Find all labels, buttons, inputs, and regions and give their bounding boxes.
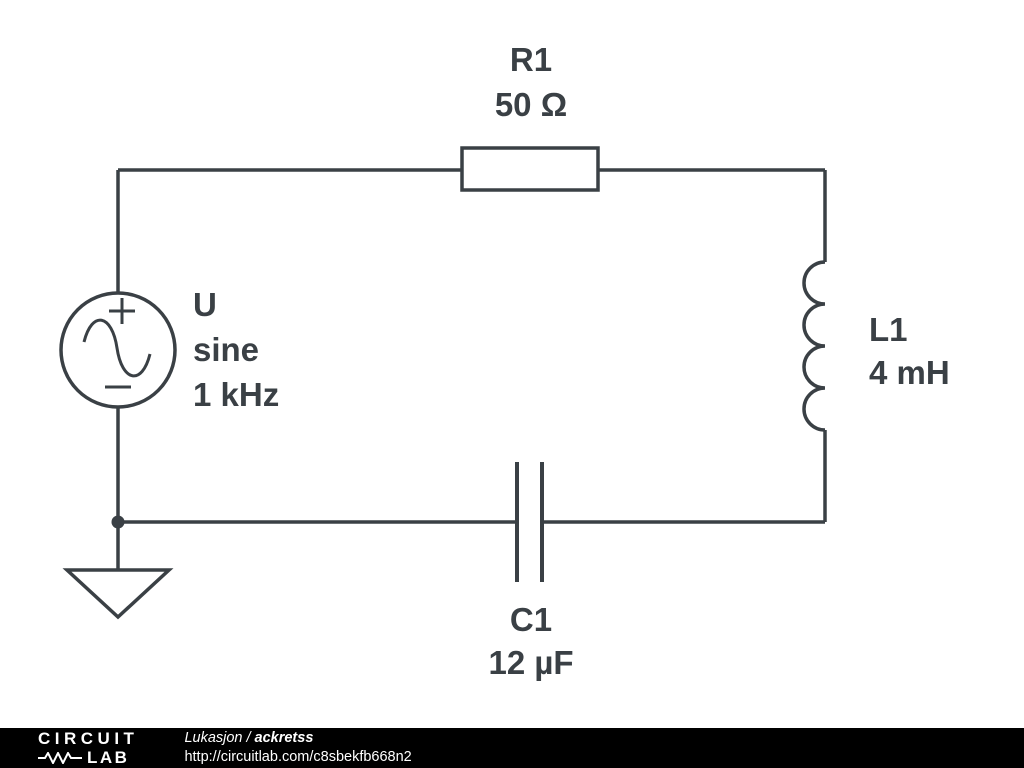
- ground-triangle[interactable]: [62, 568, 174, 620]
- inductor-value-label: 4 mH: [869, 354, 950, 391]
- wires: [116, 168, 827, 570]
- circuitlab-logo: CIRCUIT LAB: [38, 730, 138, 766]
- capacitor[interactable]: C1 12 µF: [488, 462, 574, 681]
- resistor-zigzag-icon: [38, 751, 82, 764]
- footer-bar: CIRCUIT LAB Lukasjon/ackretss http://cir…: [0, 728, 1024, 768]
- footer-meta: Lukasjon/ackretss http://circuitlab.com/…: [184, 729, 411, 767]
- resistor[interactable]: R1 50 Ω: [460, 41, 600, 192]
- source-waveform-label: sine: [193, 331, 259, 368]
- resistor-body[interactable]: [460, 146, 600, 192]
- junction-dot: [111, 515, 125, 529]
- inductor-coil[interactable]: [802, 260, 826, 432]
- source-frequency-label: 1 kHz: [193, 376, 279, 413]
- sine-wave-icon: [82, 318, 152, 378]
- source-designator-label: U: [193, 286, 217, 323]
- resistor-designator-label: R1: [510, 41, 552, 78]
- circuit-url: http://circuitlab.com/c8sbekfb668n2: [184, 749, 412, 765]
- voltage-source[interactable]: U sine 1 kHz: [59, 286, 279, 413]
- inductor[interactable]: L1 4 mH: [802, 260, 950, 432]
- resistor-value-label: 50 Ω: [495, 86, 567, 123]
- logo-text-circuit: CIRCUIT: [38, 729, 139, 748]
- capacitor-value-label: 12 µF: [488, 644, 573, 681]
- logo-text-lab: LAB: [87, 748, 130, 767]
- circuit-attribution: Lukasjon/ackretss: [184, 729, 411, 748]
- ground-symbol[interactable]: [62, 515, 174, 620]
- inductor-designator-label: L1: [869, 311, 908, 348]
- plus-sign-icon: [109, 298, 135, 324]
- circuit-name: ackretss: [254, 730, 314, 747]
- circuit-canvas: U sine 1 kHz R1 50 Ω L1 4 mH C1 12 µF: [59, 41, 950, 681]
- attribution-separator: /: [246, 730, 251, 747]
- author-name: Lukasjon: [184, 730, 243, 747]
- capacitor-designator-label: C1: [510, 601, 552, 638]
